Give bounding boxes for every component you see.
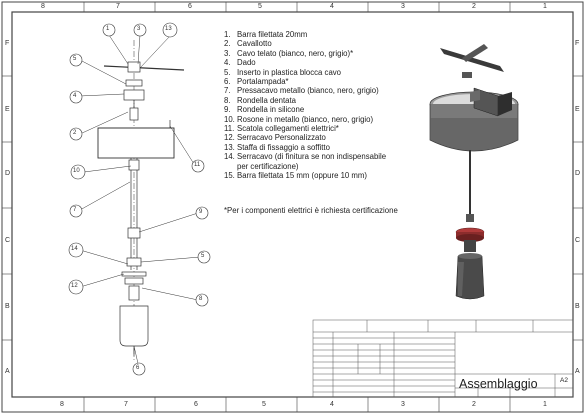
balloon-5-top: 5 bbox=[73, 56, 77, 62]
balloon-circles bbox=[68, 22, 211, 376]
canopy-rosone bbox=[97, 127, 175, 159]
balloon-12: 12 bbox=[71, 283, 78, 289]
balloon-11: 11 bbox=[194, 162, 201, 168]
grid-row-left-D: D bbox=[5, 170, 11, 177]
part-item: 5.Inserto in plastica blocca cavo bbox=[224, 67, 342, 77]
iso-bracket bbox=[440, 48, 504, 72]
balloon-leaders bbox=[79, 34, 201, 369]
part-item: 6.Portalampada* bbox=[224, 77, 289, 87]
part-item: 13.Staffa di fissaggio a soffitto bbox=[224, 142, 330, 152]
lampholder-outline bbox=[119, 305, 149, 347]
grid-col-top-1: 1 bbox=[543, 3, 547, 10]
balloon-8: 8 bbox=[199, 296, 203, 302]
parts-list: 1.Barra filettata 20mm 2.Cavallotto 3.Ca… bbox=[224, 30, 454, 181]
grid-col-top-4: 4 bbox=[330, 3, 334, 10]
title-block bbox=[312, 319, 574, 398]
grid-col-top-7: 7 bbox=[116, 3, 120, 10]
part-item: 8.Rondella dentata bbox=[224, 95, 296, 105]
part-item: 7.Pressacavo metallo (bianco, nero, grig… bbox=[224, 86, 379, 96]
balloon-9: 9 bbox=[199, 209, 203, 215]
balloon-4: 4 bbox=[73, 93, 77, 99]
grid-row-left-E: E bbox=[5, 106, 10, 113]
ceiling-bracket bbox=[103, 65, 185, 71]
part-item: 11.Scatola collegamenti elettrici* bbox=[224, 124, 339, 134]
balloon-1: 1 bbox=[106, 26, 110, 32]
grid-col-bottom-2: 2 bbox=[472, 401, 476, 408]
balloon-6: 6 bbox=[136, 365, 140, 371]
grid-col-bottom-5: 5 bbox=[262, 401, 266, 408]
grid-col-bottom-1: 1 bbox=[543, 401, 547, 408]
grid-col-top-5: 5 bbox=[258, 3, 262, 10]
grid-col-top-3: 3 bbox=[401, 3, 405, 10]
grid-row-right-C: C bbox=[575, 237, 581, 244]
certification-note: *Per i componenti elettrici è richiesta … bbox=[224, 206, 398, 215]
grid-row-left-A: A bbox=[5, 368, 10, 375]
exploded-view bbox=[97, 40, 185, 360]
grid-row-right-F: F bbox=[575, 40, 580, 47]
part-item: 10.Rosone in metallo (bianco, nero, grig… bbox=[224, 114, 374, 124]
grid-col-top-6: 6 bbox=[188, 3, 192, 10]
part-item: 14.Serracavo (di finitura se non indispe… bbox=[224, 152, 387, 162]
part-item: 3.Cavo telato (bianco, nero, grigio)* bbox=[224, 48, 354, 58]
balloon-14: 14 bbox=[71, 246, 78, 252]
part-item: 2.Cavallotto bbox=[224, 39, 272, 49]
part-item: 9.Rondella in silicone bbox=[224, 105, 305, 115]
grid-col-bottom-7: 7 bbox=[124, 401, 128, 408]
part-item-continuation: per certificazione) bbox=[237, 161, 299, 171]
grid-col-top-8: 8 bbox=[41, 3, 45, 10]
balloon-7: 7 bbox=[73, 207, 77, 213]
grid-col-top-2: 2 bbox=[472, 3, 476, 10]
grid-row-right-A: A bbox=[575, 368, 580, 375]
balloon-2: 2 bbox=[73, 130, 77, 136]
balloon-10: 10 bbox=[73, 168, 80, 174]
grid-row-left-F: F bbox=[5, 40, 10, 47]
grid-col-bottom-6: 6 bbox=[194, 401, 198, 408]
grid-row-left-B: B bbox=[5, 303, 10, 310]
sheet-size: A2 bbox=[560, 377, 568, 384]
part-item: 1.Barra filettata 20mm bbox=[224, 30, 308, 39]
drawing-title: Assemblaggio bbox=[459, 377, 538, 391]
grid-col-bottom-3: 3 bbox=[401, 401, 405, 408]
balloon-13: 13 bbox=[165, 26, 172, 32]
grid-row-right-B: B bbox=[575, 303, 580, 310]
grid-col-bottom-8: 8 bbox=[60, 401, 64, 408]
grid-row-right-E: E bbox=[575, 106, 580, 113]
grid-row-right-D: D bbox=[575, 170, 581, 177]
grid-col-bottom-4: 4 bbox=[330, 401, 334, 408]
part-item: 15.Barra filettata 15 mm (oppure 10 mm) bbox=[224, 171, 367, 181]
balloon-5-lower: 5 bbox=[201, 253, 205, 259]
balloon-3: 3 bbox=[137, 26, 141, 32]
part-item: 4.Dado bbox=[224, 58, 256, 68]
inner-border bbox=[11, 11, 574, 398]
part-item: 12.Serracavo Personalizzato bbox=[224, 133, 326, 143]
grid-row-left-C: C bbox=[5, 237, 11, 244]
isometric-render bbox=[429, 44, 519, 300]
